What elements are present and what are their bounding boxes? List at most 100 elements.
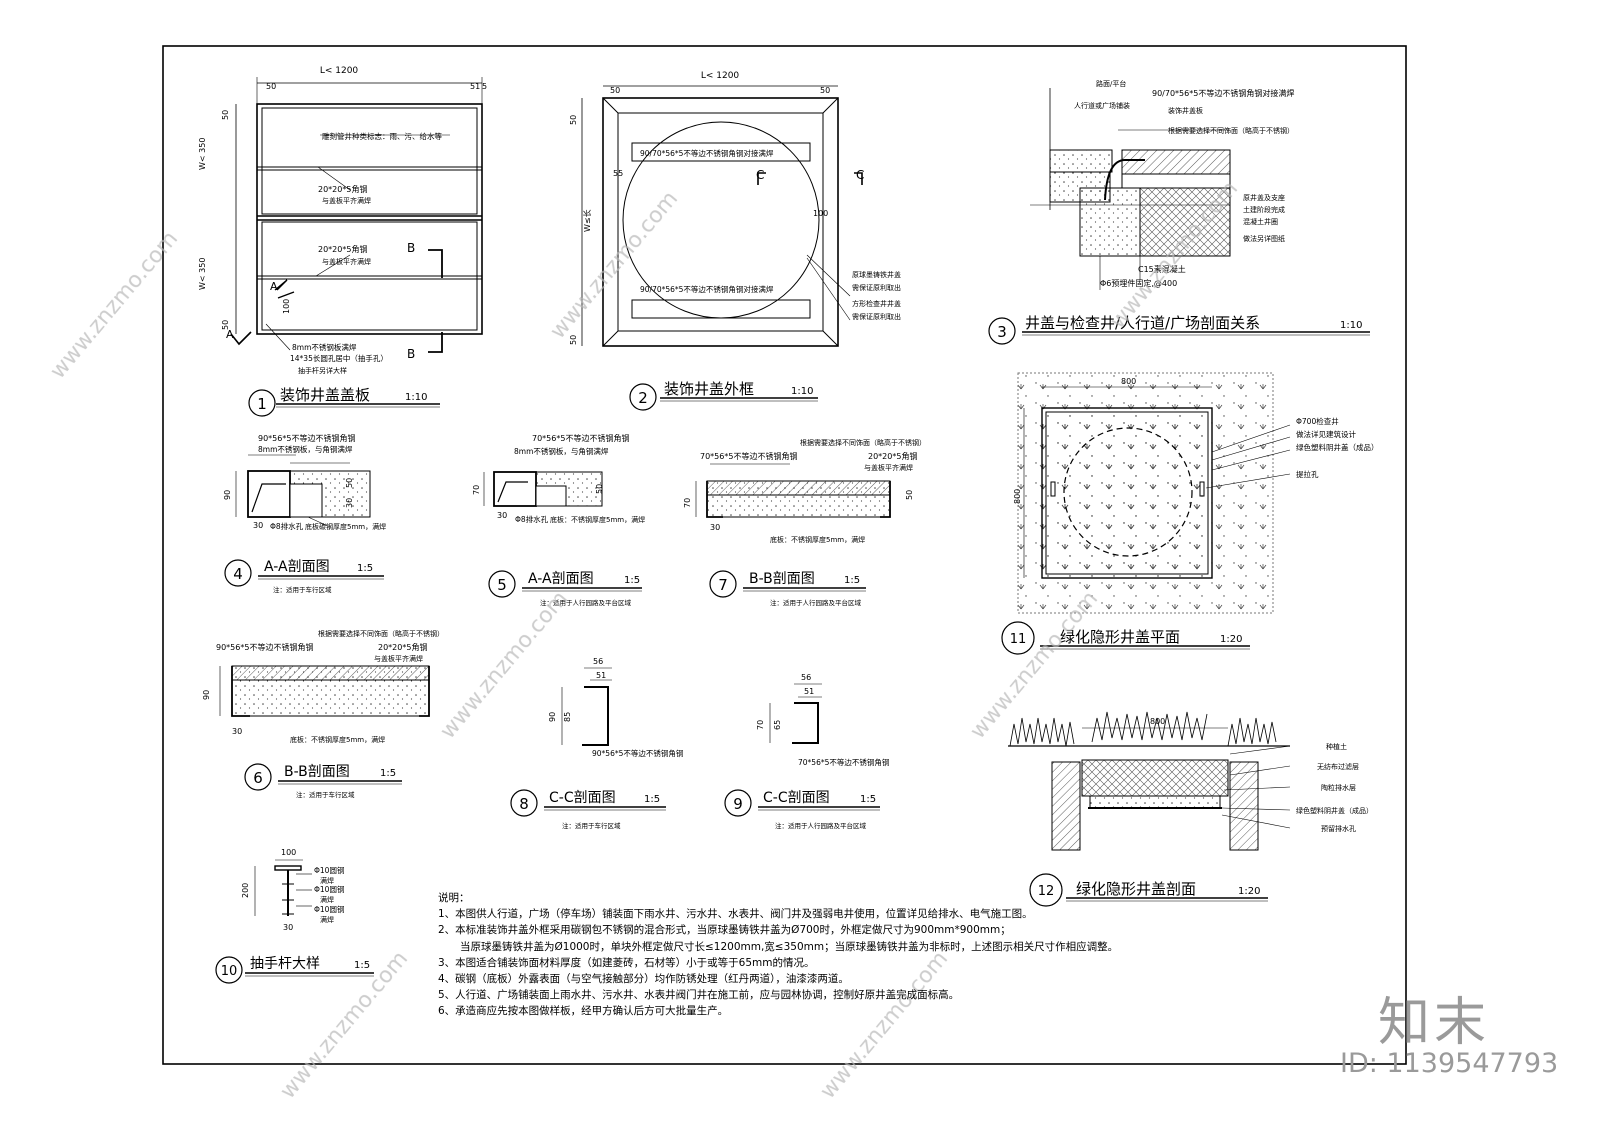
p3-road-label: 路面/平台 [1096,79,1126,88]
p3-scale: 1:10 [1340,320,1362,331]
panel-6-section-bb-vehicle [219,665,430,717]
p9-note: 注：适用于人行园路及平台区域 [775,821,867,830]
p6-dim-30: 30 [232,727,242,736]
p7-number: 7 [718,576,728,594]
p7-note: 注：适用于人行园路及平台区域 [770,598,862,607]
p1-dim-50b: 50 [221,320,230,330]
p4-dim-30: 30 [253,521,263,530]
p7-title: B-B剖面图 [749,571,815,587]
note-2b: 当原球墨铸铁井盖为Ø1000时，单块外框定做尺寸长≤1200mm,宽≤350mm… [460,940,1119,953]
p11-dim-800b: 800 [1013,489,1022,504]
p12-scale: 1:20 [1238,886,1260,897]
p2-sec-c-left: C [756,168,764,182]
p5-title: A-A剖面图 [528,571,594,587]
p10-weld-label-1: 满焊 [320,876,334,885]
panel-7-section-bb-pedestrian [695,463,891,518]
p1-angle-label-a: 20*20*5角钢 [318,184,367,194]
p5-dim-50: 50 [595,484,604,494]
note-4: 4、碳钢（底板）外露表面（与空气接触部分）均作防锈处理（红丹两道），油漆漆两道。 [438,973,849,986]
p6-small-angle-label: 20*20*5角钢 [378,642,427,652]
p2-dim-55: 55 [613,169,623,178]
p12-drain-label: 预留排水孔 [1321,824,1356,833]
p10-weld-label-2: 满焊 [320,895,334,904]
p9-angle-label: 70*56*5不等边不锈钢角钢 [798,757,889,767]
p9-dim-56: 56 [801,673,811,682]
general-notes: 说明： 1、本图供人行道，广场（停车场）铺装面下雨水井、污水井、水表井、阀门井及… [438,890,1119,1020]
p1-title: 装饰井盖盖板 [280,386,370,404]
p4-drain-label: Φ8排水孔 [270,521,304,531]
note-3: 3、本图适合铺装饰面材料厚度（如建菱砖，石材等）小于或等于65mm的情况。 [438,956,815,969]
p1-dim-51: 51 [470,82,480,91]
p1-dim-50c: 50 [221,110,230,120]
p10-dim-100: 100 [281,848,296,857]
p3-title: 井盖与检查井/人行道/广场剖面关系 [1025,314,1260,332]
p1-dim-5: 5 [482,82,487,91]
p6-scale: 1:5 [380,768,396,779]
p7-angle-label: 70*56*5不等边不锈钢角钢 [700,451,797,461]
p11-inspect-label: Φ700检查井 [1296,416,1339,426]
panel-9-section-cc-pedestrian [769,683,822,744]
p10-bar-label-1: Φ10圆钢 [314,865,344,875]
p5-angle-label: 70*56*5不等边不锈钢角钢 [532,433,629,443]
p10-bar-label-2: Φ10圆钢 [314,884,344,894]
p10-dim-30: 30 [283,923,293,932]
p4-bottom-label: 底板碳钢厚度5mm，满焊 [305,522,386,531]
panel-10-handle-detail [254,859,312,916]
p8-scale: 1:5 [644,794,660,805]
p10-weld-label-3: 满焊 [320,915,334,924]
p2-angle-label-bottom: 90/70*56*5不等边不锈钢角钢对接满焊 [640,284,774,294]
p4-plate-label: 8mm不锈钢板，与角钢满焊 [258,444,353,454]
p9-dim-65: 65 [773,720,782,730]
p1-number: 1 [257,395,267,413]
p1-angle-label-b: 20*20*5角钢 [318,244,367,254]
p2-square-label-2: 需保证原利取出 [852,312,901,321]
p5-dim-70: 70 [472,485,481,495]
p1-height-dim-b: W< 350 [198,258,207,290]
p2-dim-50a: 50 [610,86,620,95]
p3-concrete-label-1: 土建阶段完成 [1243,205,1285,214]
p7-finish-label: 根据需要选择不同饰面（略高于不锈钢） [800,438,926,447]
p7-small-angle-label: 20*20*5角钢 [868,451,917,461]
p3-concrete-label-2: 混凝土井圈 [1243,217,1278,226]
p1-height-dim-a: W< 350 [198,138,207,170]
p2-lw-dim: W≤长 [582,209,592,232]
p8-dim-56: 56 [593,657,603,666]
p4-angle-label: 90*56*5不等边不锈钢角钢 [258,433,355,443]
p10-dim-200: 200 [241,883,250,898]
p4-dim-90: 90 [223,490,232,500]
p1-width-dim: L< 1200 [320,66,359,76]
p2-dim-50d: 50 [569,335,578,345]
p11-cover-label: 绿色塑料阴井盖（成品） [1296,442,1379,452]
p2-sec-c-right: C [856,168,864,182]
p5-note: 注：适用于人行园路及平台区域 [540,598,632,607]
p11-lift-label: 提拉孔 [1296,469,1319,479]
p2-angle-label-top: 90/70*56*5不等边不锈钢角钢对接满焊 [640,148,774,158]
p1-scale: 1:10 [405,392,427,403]
p3-finish-label: 根据需要选择不同饰面（略高于不锈钢） [1168,126,1294,135]
p1-sec-a-left: A [226,328,234,341]
p9-number: 9 [733,795,743,813]
panel-5-section-aa-pedestrian [483,471,603,507]
p1-sec-b-bottom: B [407,347,415,361]
note-5: 5、人行道、广场铺装面上雨水井、污水井、水表井阀门井在施工前，应与园林协调，控制… [438,989,960,1002]
p6-number: 6 [253,769,263,787]
p7-dim-70: 70 [683,498,692,508]
p1-sec-a-top: A [270,280,278,293]
note-2a: 2、本标准装饰井盖外框采用碳钢包不锈钢的混合形式，当原球墨铸铁井盖为Ø700时，… [438,924,1011,937]
panel-2-outer-frame [581,85,863,347]
p2-ductile-label-1: 原球墨铸铁井盖 [852,270,901,279]
p3-orig-cover-label: 原井盖及支座 [1243,193,1285,202]
p7-scale: 1:5 [844,575,860,586]
p5-bottom-label: 底板：不锈钢厚度5mm，满焊 [550,515,645,524]
p7-bottom-label: 底板：不锈钢厚度5mm，满焊 [770,535,865,544]
p3-number: 3 [997,323,1007,341]
p11-scale: 1:20 [1220,634,1242,645]
p12-number: 12 [1038,884,1055,899]
panel-1-cover-plate [230,77,483,353]
p11-title: 绿化隐形井盖平面 [1060,628,1180,646]
p1-plate-label: 8mm不锈钢板满焊 [292,342,357,352]
p4-scale: 1:5 [357,563,373,574]
p8-dim-90: 90 [548,712,557,722]
p2-width-dim: L< 1200 [701,71,740,81]
